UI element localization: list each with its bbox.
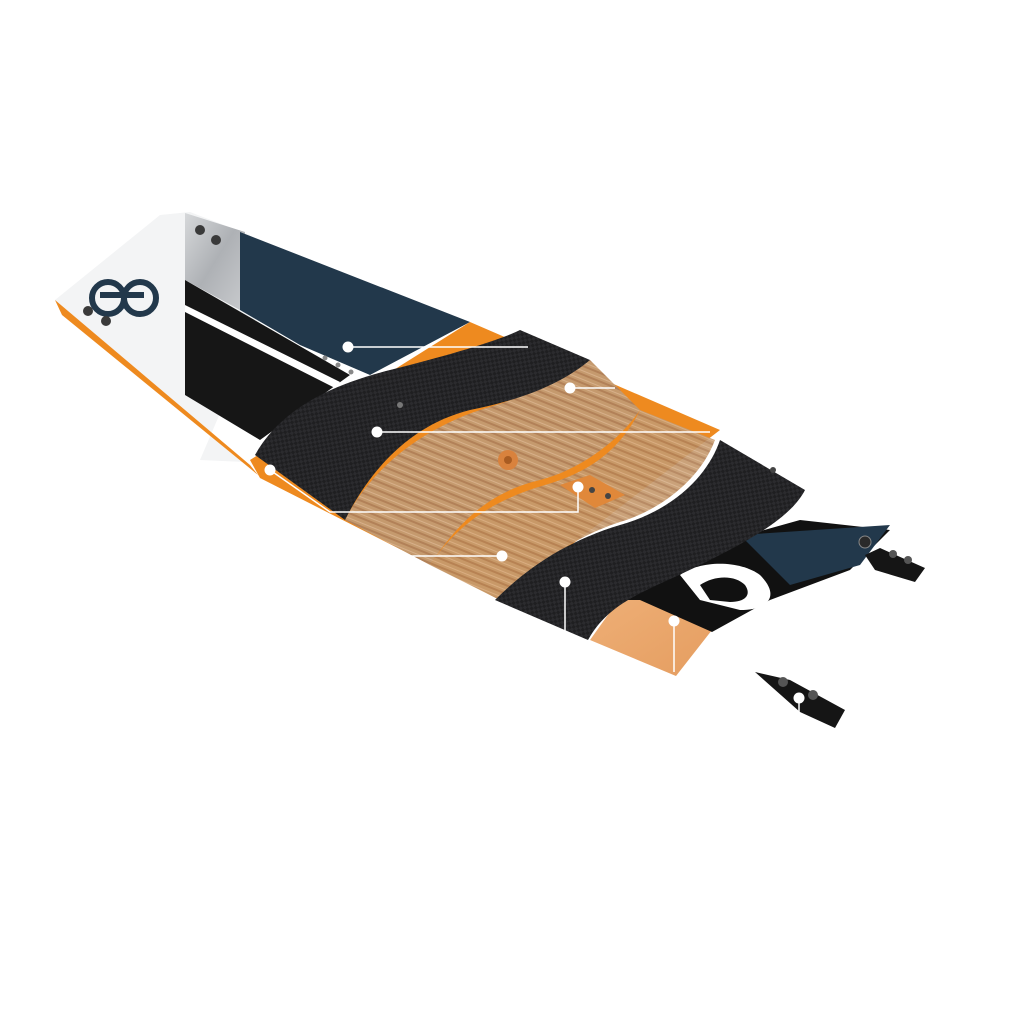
hotspot-wood-core[interactable] — [496, 550, 508, 562]
brand-logo-icon — [89, 279, 159, 317]
fin-upper — [865, 548, 925, 582]
hotspot-orange-rail[interactable] — [564, 382, 576, 394]
hotspot-insert[interactable] — [572, 481, 584, 493]
hotspot-sidewall[interactable] — [264, 464, 276, 476]
tail-graphic-layer — [600, 520, 890, 632]
insert-screw-icon — [83, 225, 403, 408]
carbon-lower-layer — [495, 440, 805, 640]
hotspot-carbon-top[interactable] — [371, 426, 383, 438]
hotspot-carbon-bottom[interactable] — [559, 576, 571, 588]
hotspot-top-sheet[interactable] — [342, 341, 354, 353]
hotspot-fin[interactable] — [793, 692, 805, 704]
hotspot-paulownia[interactable] — [668, 615, 680, 627]
top-sheet-layer — [55, 212, 590, 520]
tail-insert-icon — [770, 467, 872, 549]
